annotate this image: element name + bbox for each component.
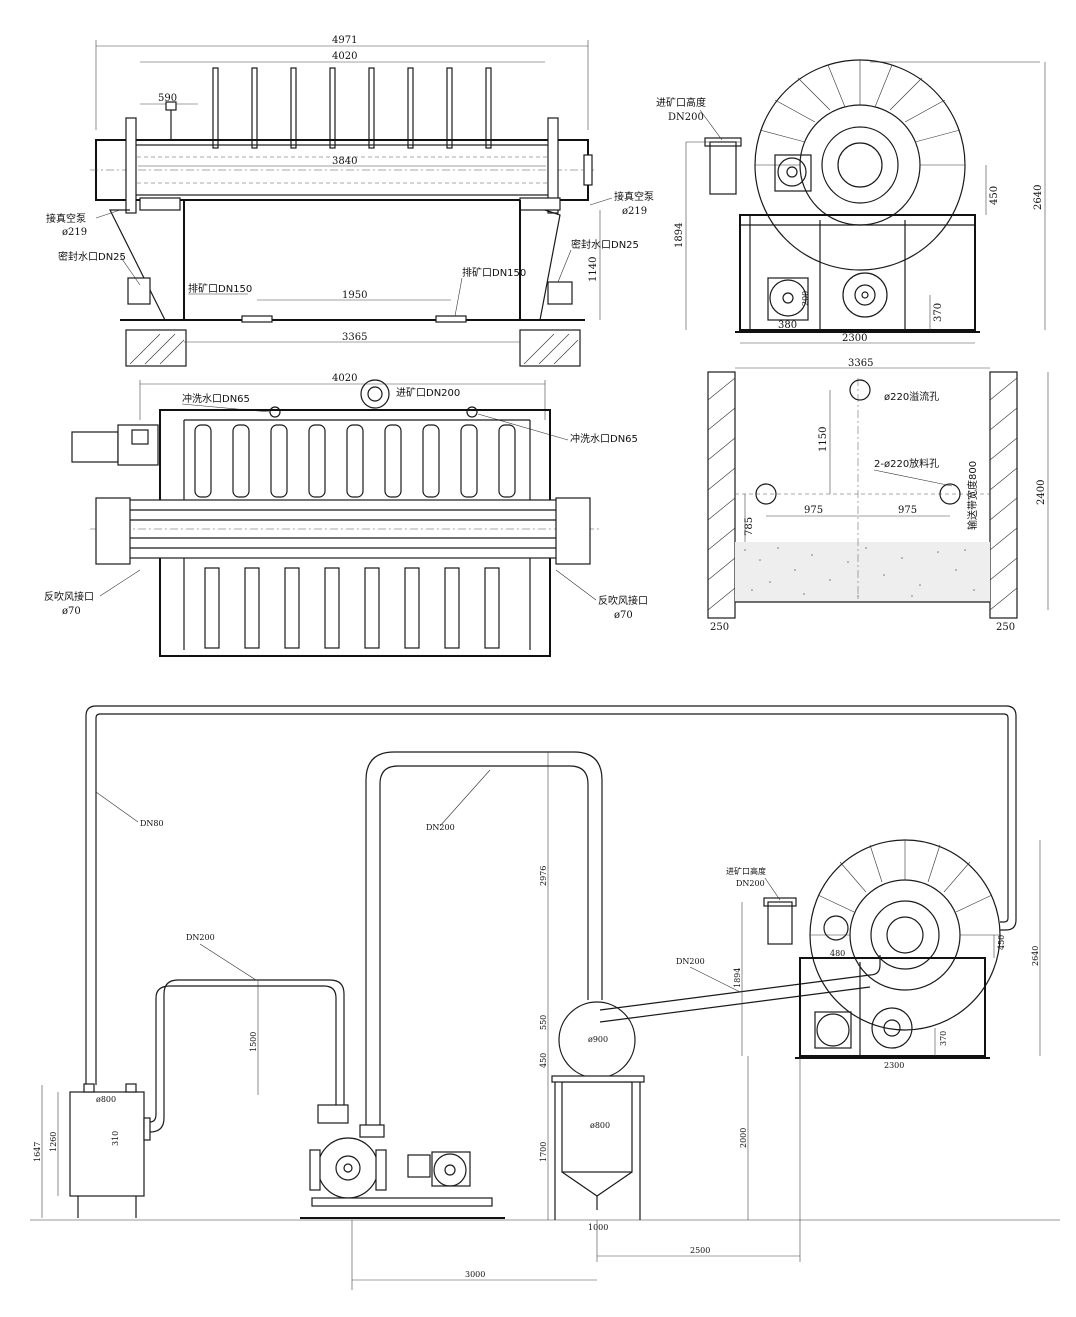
top-label-wash-right: 冲洗水口DN65 [570, 432, 638, 445]
layout-dim-310: 310 [111, 1131, 120, 1146]
front-label-vac-right-dia: ø219 [622, 206, 647, 217]
layout-dim-2000: 2000 [739, 1128, 748, 1148]
front-label-seal-left: 密封水口DN25 [58, 250, 126, 263]
front-dim-590: 590 [158, 93, 177, 104]
layout-view: DN80 ø800 1647 1260 310 DN200 1500 DN200… [30, 705, 1060, 1290]
layout-dim-1647: 1647 [33, 1142, 42, 1162]
top-label-blow-right-dia: ø70 [614, 610, 633, 621]
front-view: 4971 4020 590 3840 [46, 35, 654, 367]
top-view: 4020 进矿口DN200 冲洗水口DN65 冲洗水口DN65 [44, 373, 648, 657]
layout-label-dn200-a: DN200 [186, 933, 215, 942]
layout-dim-1500: 1500 [249, 1032, 258, 1052]
layout-dim-1000: 1000 [588, 1223, 608, 1232]
layout-label-dn80: DN80 [140, 819, 164, 828]
layout-dim-1894: 1894 [733, 968, 742, 988]
layout-dim-1700: 1700 [539, 1142, 548, 1162]
pit-dim-250-right: 250 [996, 622, 1015, 633]
layout-dim-370: 370 [939, 1031, 948, 1046]
top-label-blow-left: 反吹风接口 [44, 590, 94, 603]
side-dim-370: 370 [933, 303, 944, 322]
side-dim-2300: 2300 [842, 333, 867, 344]
layout-dim-2640: 2640 [1031, 946, 1040, 966]
pit-wall-hatch [707, 377, 1018, 611]
layout-dim-2976: 2976 [539, 866, 548, 886]
top-filter-plates-lower [204, 567, 500, 649]
top-dim-4020: 4020 [332, 373, 357, 384]
layout-dim-2300: 2300 [884, 1061, 904, 1070]
front-dim-overall: 4971 [332, 35, 357, 46]
front-dim-3365: 3365 [342, 332, 367, 343]
layout-label-sphere-dia: ø900 [588, 1035, 608, 1044]
side-dim-1894: 1894 [674, 223, 685, 248]
layout-dim-450-b: 450 [997, 935, 1006, 950]
front-label-vac-right: 接真空泵 [614, 190, 654, 203]
pit-gravel-dots [744, 547, 975, 597]
front-label-vac-left-dia: ø219 [62, 227, 87, 238]
pit-dim-975-left: 975 [804, 505, 823, 516]
pit-label-overflow: ø220溢流孔 [884, 390, 939, 403]
pit-view: 3365 [707, 358, 1049, 633]
pit-label-discharge-holes: 2-ø220放料孔 [874, 457, 939, 470]
top-filter-plates-upper [194, 424, 516, 498]
front-label-vac-left: 接真空泵 [46, 212, 86, 225]
front-base-hatch [129, 333, 579, 365]
pit-dim-785: 785 [744, 517, 755, 536]
layout-dim-480: 480 [830, 949, 845, 958]
layout-dim-450: 450 [539, 1053, 548, 1068]
front-dim-1950: 1950 [342, 290, 367, 301]
side-dim-450: 450 [989, 186, 1000, 205]
side-dim-380: 380 [778, 320, 797, 331]
layout-dim-1260: 1260 [49, 1132, 58, 1152]
layout-label-dn200-c: DN200 [676, 957, 705, 966]
gas-liquid-separator: ø900 ø800 [551, 1001, 645, 1220]
side-dim-2640: 2640 [1033, 185, 1044, 210]
layout-dim-3000: 3000 [465, 1270, 485, 1279]
pit-dim-2400: 2400 [1036, 480, 1047, 505]
side-view: 1894 2640 450 370 380 200 2300 进矿口高度 DN2… [656, 59, 1046, 344]
layout-filter-unit [763, 839, 1001, 1059]
pit-dim-250-left: 250 [710, 622, 729, 633]
side-dim-200: 200 [801, 291, 810, 306]
pit-dim-3365: 3365 [848, 358, 873, 369]
top-label-feed: 进矿口DN200 [396, 386, 460, 399]
pit-dim-1150: 1150 [818, 427, 829, 452]
top-label-blow-left-dia: ø70 [62, 606, 81, 617]
vacuum-pump [300, 1104, 505, 1219]
front-dim-drum: 3840 [332, 156, 357, 167]
side-label-feed-dn: DN200 [668, 112, 704, 123]
layout-label-tank-right-dia: ø800 [590, 1121, 610, 1130]
side-label-feed-height: 进矿口高度 [656, 96, 706, 109]
layout-label-tank-left-dia: ø800 [96, 1095, 116, 1104]
layout-label-feed-dn: DN200 [736, 879, 765, 888]
top-label-wash-left: 冲洗水口DN65 [182, 392, 250, 405]
pit-dim-975-right: 975 [898, 505, 917, 516]
pit-label-conveyor: 输送带宽度800 [966, 461, 979, 530]
layout-dim-550: 550 [539, 1015, 548, 1030]
front-dim-frame: 4020 [332, 51, 357, 62]
layout-label-dn200-b: DN200 [426, 823, 455, 832]
front-label-discharge-left: 排矿口DN150 [188, 282, 252, 295]
filter-plates-top [212, 67, 492, 149]
layout-dim-2500: 2500 [690, 1246, 710, 1255]
front-dim-1140: 1140 [588, 257, 599, 282]
front-label-seal-right: 密封水口DN25 [571, 238, 639, 251]
top-label-blow-right: 反吹风接口 [598, 594, 648, 607]
layout-label-feed-height: 进矿口高度 [726, 866, 766, 876]
side-disc-spokes [755, 60, 965, 166]
front-label-discharge-right: 排矿口DN150 [462, 266, 526, 279]
